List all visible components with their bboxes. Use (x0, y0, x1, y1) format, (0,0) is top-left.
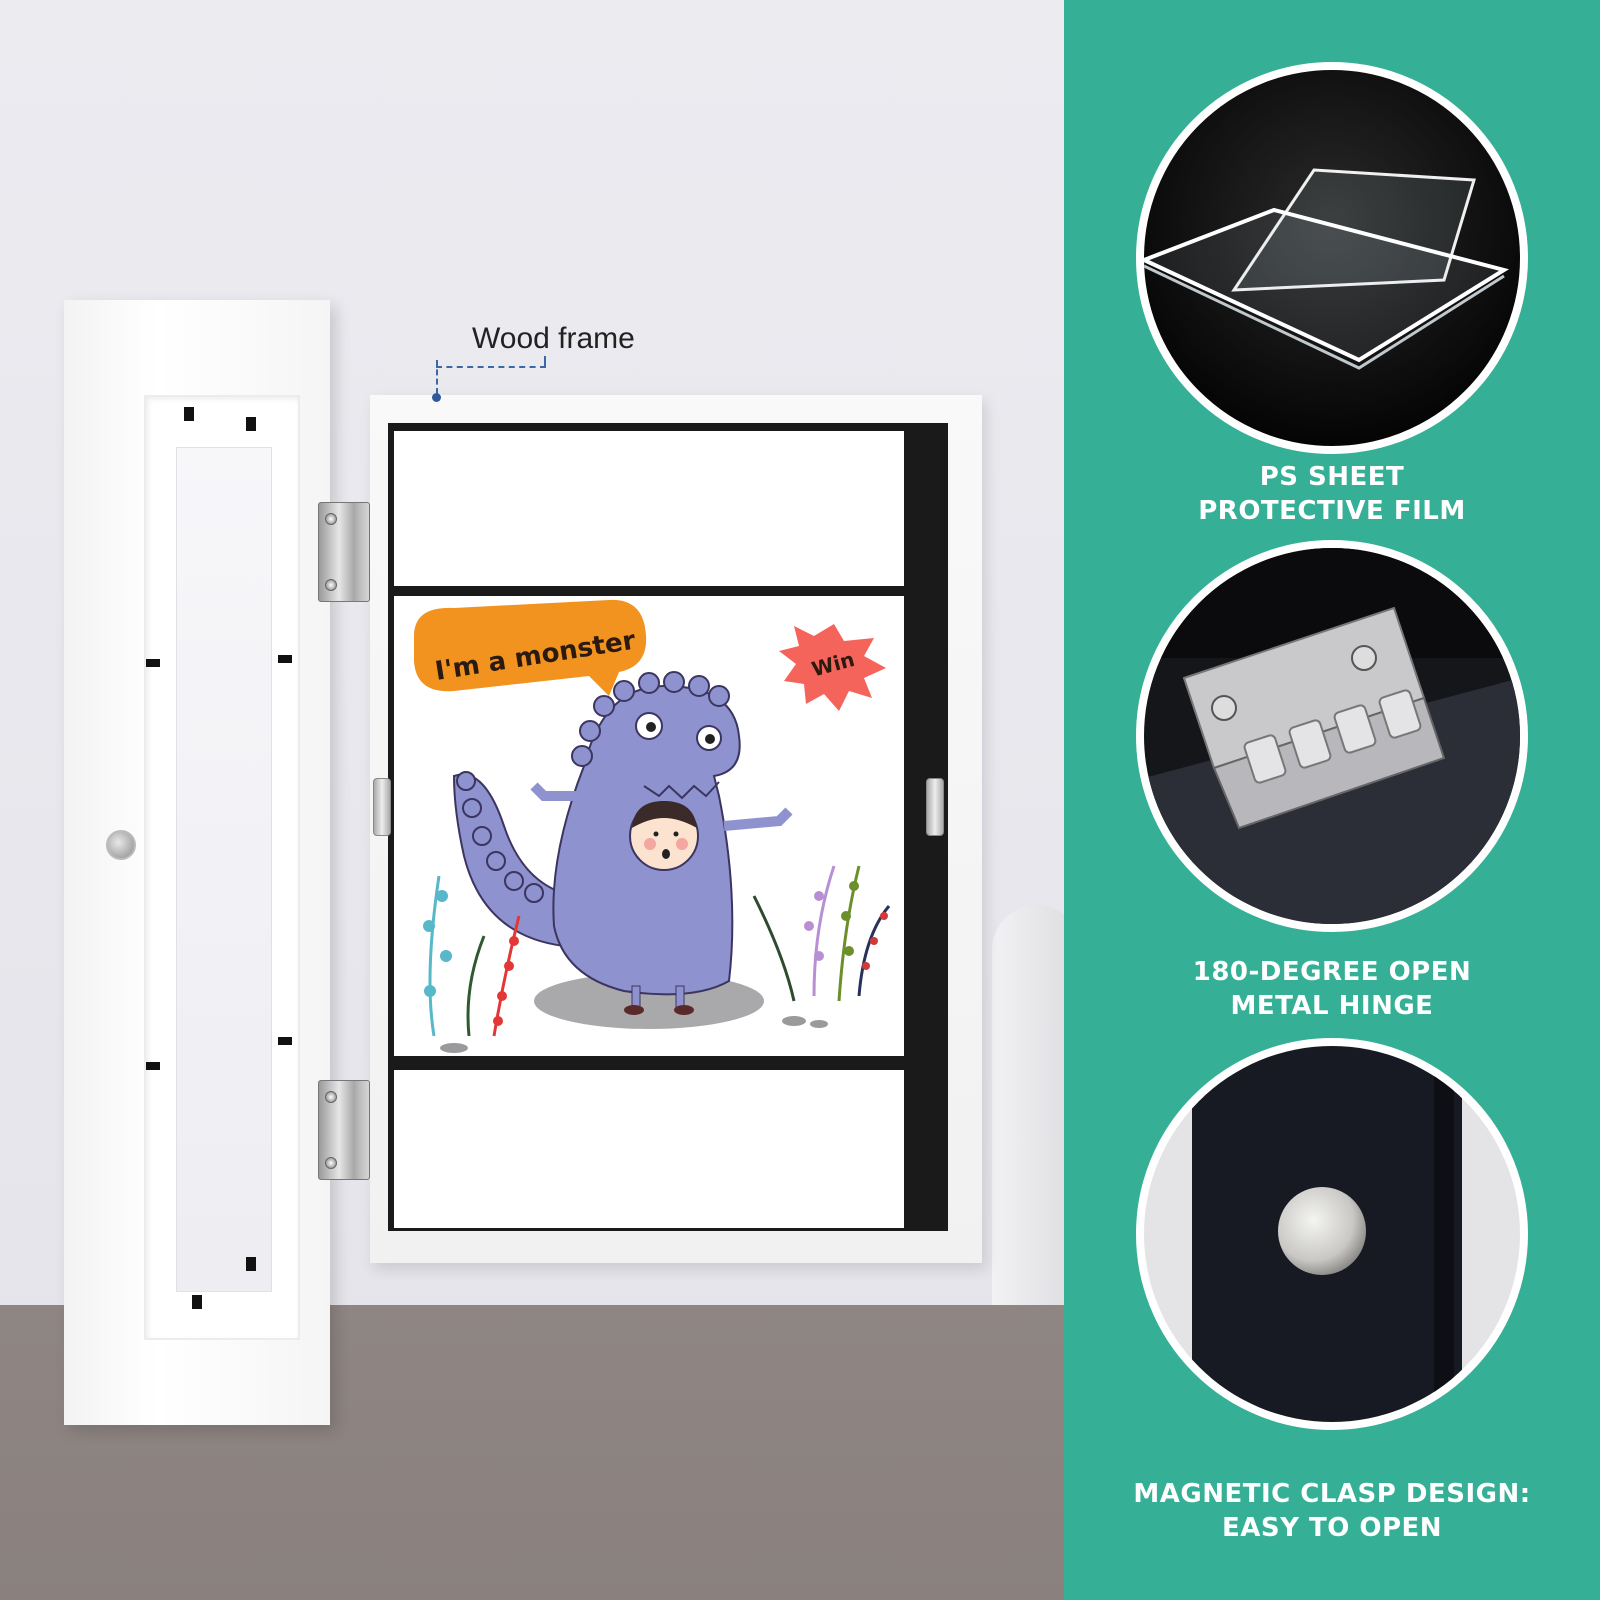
frame-latch-left-icon (373, 778, 391, 836)
caption-line: PROTECTIVE FILM (1198, 496, 1466, 526)
leader-dot (432, 393, 441, 402)
retainer-tab (184, 407, 194, 421)
monster-illustration: I'm a monster Win (414, 599, 891, 1053)
leader-line (436, 366, 546, 368)
feature-image-magnetic-clasp (1136, 1038, 1528, 1430)
feature-column: PS SHEET PROTECTIVE FILM 180-DEGREE OPEN… (1064, 0, 1600, 1600)
wood-frame: I'm a monster Win (370, 395, 982, 1263)
product-scene: I'm a monster Win (0, 0, 1064, 1600)
door-inner-panel (144, 395, 300, 1340)
door-glass (176, 447, 272, 1292)
caption-line: 180-DEGREE OPEN (1192, 957, 1472, 987)
win-burst-shape (779, 624, 886, 711)
feature-image-hinge (1136, 540, 1528, 932)
retainer-tab (146, 659, 160, 667)
retainer-tab (146, 1062, 160, 1070)
caption-line: EASY TO OPEN (1221, 1513, 1443, 1543)
retainer-tab (278, 655, 292, 663)
feature-caption-magnetic-clasp: MAGNETIC CLASP DESIGN: EASY TO OPEN (1064, 1477, 1600, 1545)
bottom-hinge-icon (318, 1080, 370, 1180)
mat-panel-bottom (394, 1070, 904, 1228)
metal-hinge-icon (1144, 548, 1520, 924)
monster-artwork: I'm a monster Win (394, 596, 904, 1056)
retainer-tab (246, 1257, 256, 1271)
wood-frame-label: Wood frame (472, 322, 635, 355)
speech-bubble-shape (414, 599, 647, 696)
top-hinge-icon (318, 502, 370, 602)
feature-caption-hinge: 180-DEGREE OPEN METAL HINGE (1064, 955, 1600, 1023)
background-vase (992, 905, 1064, 1305)
magnetic-clasp-icon (1192, 1046, 1462, 1422)
leader-line (436, 360, 438, 394)
caption-line: PS SHEET (1259, 462, 1405, 492)
acrylic-sheet-icon (1144, 168, 1510, 370)
feature-image-ps-sheet (1136, 62, 1528, 454)
retainer-tab (192, 1295, 202, 1309)
caption-line: METAL HINGE (1230, 991, 1434, 1021)
frame-latch-right-icon (926, 778, 944, 836)
retainer-tab (246, 417, 256, 431)
feature-caption-ps-sheet: PS SHEET PROTECTIVE FILM (1064, 460, 1600, 528)
door-magnet-icon (106, 830, 136, 860)
retainer-tab (278, 1037, 292, 1045)
mat-panel-top (394, 431, 904, 586)
frame-door (64, 300, 330, 1425)
caption-line: MAGNETIC CLASP DESIGN: (1133, 1479, 1531, 1509)
leader-line (544, 356, 546, 368)
